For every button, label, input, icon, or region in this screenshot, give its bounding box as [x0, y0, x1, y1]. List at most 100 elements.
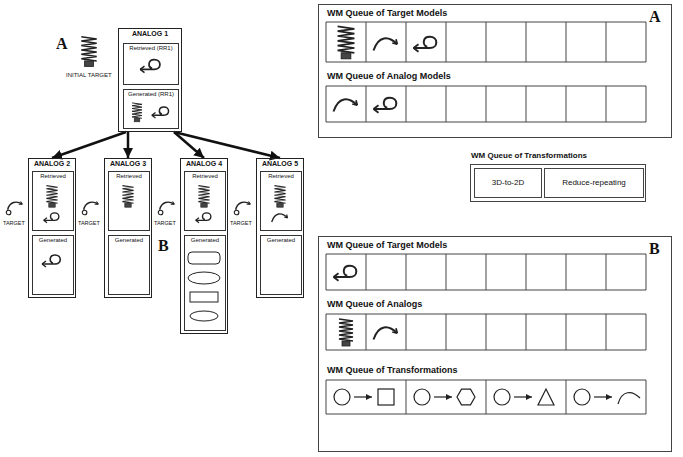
panel-letter: B [158, 236, 169, 255]
panel-heading: Generated (RR1) [128, 91, 174, 98]
shape-sketch [190, 311, 218, 321]
model-panel: Generated [260, 235, 302, 295]
panel-letter: A [649, 7, 661, 26]
analog-box: ANALOG 5 RetrievedGenerated [256, 158, 304, 298]
flow-arrow [127, 132, 130, 158]
target-icon [158, 202, 174, 215]
loop-icon [42, 255, 60, 267]
circle-shape [574, 389, 590, 405]
queue-heading: WM Queue of Analogs [327, 299, 422, 310]
curve-icon [272, 214, 288, 222]
target-label: TARGET [78, 220, 100, 227]
loop-icon [44, 213, 59, 223]
panel-heading: Retrieved (RR1) [129, 45, 172, 52]
transformation-name: Reduce-repeating [562, 178, 626, 188]
model-panel: Generated [32, 235, 74, 295]
transformation-name: 3D-to-2D [492, 178, 524, 188]
curve-icon [374, 327, 398, 339]
spring-icon [132, 103, 142, 122]
model-panel: Generated [108, 235, 150, 295]
queue-cells [326, 86, 646, 122]
flow-arrow [52, 132, 126, 158]
spring-icon [274, 186, 285, 208]
curve-icon [334, 99, 358, 111]
loop-icon [140, 60, 160, 73]
analog-title: ANALOG 4 [186, 160, 222, 168]
spring-icon [198, 186, 209, 208]
circle-shape [494, 389, 510, 405]
analog-title: ANALOG 1 [132, 30, 168, 38]
spring-icon [46, 186, 57, 208]
target-icon [82, 202, 98, 215]
transform-arrow [594, 396, 612, 397]
panel-letter: A [56, 34, 68, 53]
model-panel: Generated (RR1) [123, 89, 179, 129]
model-panel: Retrieved [32, 171, 74, 231]
queue-heading: WM Queue of Target Models [327, 240, 447, 251]
transformation-cell: Reduce-repeating [544, 168, 644, 198]
analog-box: ANALOG 3 RetrievedGenerated [104, 158, 152, 298]
target-label: TARGET [3, 220, 25, 227]
queue-cells [326, 254, 646, 290]
model-panel: Retrieved (RR1) [123, 43, 179, 85]
spring-icon [122, 186, 133, 208]
queue-cells [326, 314, 646, 350]
circle-shape [334, 389, 350, 405]
curve-icon [374, 38, 398, 50]
panel-heading: Generated [115, 237, 143, 244]
spring-icon [339, 319, 353, 346]
circle-shape [414, 389, 430, 405]
hexagon-shape [457, 389, 475, 405]
panel-heading: Retrieved [192, 173, 218, 180]
queue-heading: WM Queue of Target Models [327, 8, 447, 19]
model-panel: Retrieved [260, 171, 302, 231]
analog-title: ANALOG 2 [34, 160, 70, 168]
queue-heading: WM Queue of Transformations [471, 151, 587, 161]
target-label: INITIAL TARGET [66, 72, 112, 79]
panel-heading: Retrieved [116, 173, 142, 180]
analog-title: ANALOG 3 [110, 160, 146, 168]
curve-shape [618, 393, 640, 404]
transformation-queue: WM Queue of Transformations3D-to-2DReduc… [470, 164, 646, 202]
transform-arrow [354, 396, 372, 397]
analog-box: ANALOG 2 RetrievedGenerated [28, 158, 76, 298]
loop-icon [196, 213, 211, 223]
panel-heading: Retrieved [40, 173, 66, 180]
shape-sketch [188, 252, 220, 264]
analog-box: ANALOG 1 Retrieved (RR1) Generated (RR1) [118, 28, 182, 132]
transformation-icons [334, 389, 640, 405]
queue-heading: WM Queue of Transformations [327, 365, 458, 376]
shape-sketch [188, 272, 220, 284]
model-panel: Generated [184, 235, 226, 331]
transformation-cell: 3D-to-2D [474, 168, 542, 198]
transform-arrow [514, 396, 532, 397]
model-panel: Retrieved [184, 171, 226, 231]
model-panel: Retrieved [108, 171, 150, 231]
loop-icon [414, 37, 437, 52]
queue-cells [326, 380, 646, 414]
panel-letter: B [649, 239, 660, 258]
triangle-shape [538, 389, 554, 405]
target-icon [6, 202, 22, 215]
loop-icon [334, 266, 357, 281]
analog-box: ANALOG 4 RetrievedGenerated [180, 158, 228, 334]
queue-heading: WM Queue of Analog Models [327, 71, 451, 82]
spring-icon [338, 26, 355, 58]
spring-icon [81, 37, 96, 67]
panel-heading: Generated [39, 237, 67, 244]
target-label: TARGET [154, 220, 176, 227]
queue-panel: WM Queue of Target Models A WM Queue of An… [318, 4, 672, 138]
flow-arrow [174, 132, 280, 158]
shape-sketch [190, 292, 218, 302]
queue-panel: WM Queue of Target Models B WM Queue of An… [318, 236, 672, 452]
panel-heading: Generated [267, 237, 295, 244]
queue-cells [326, 22, 646, 62]
analog-title: ANALOG 5 [262, 160, 298, 168]
transform-arrow [434, 396, 452, 397]
target-icon [234, 202, 250, 215]
square-shape [378, 389, 394, 405]
